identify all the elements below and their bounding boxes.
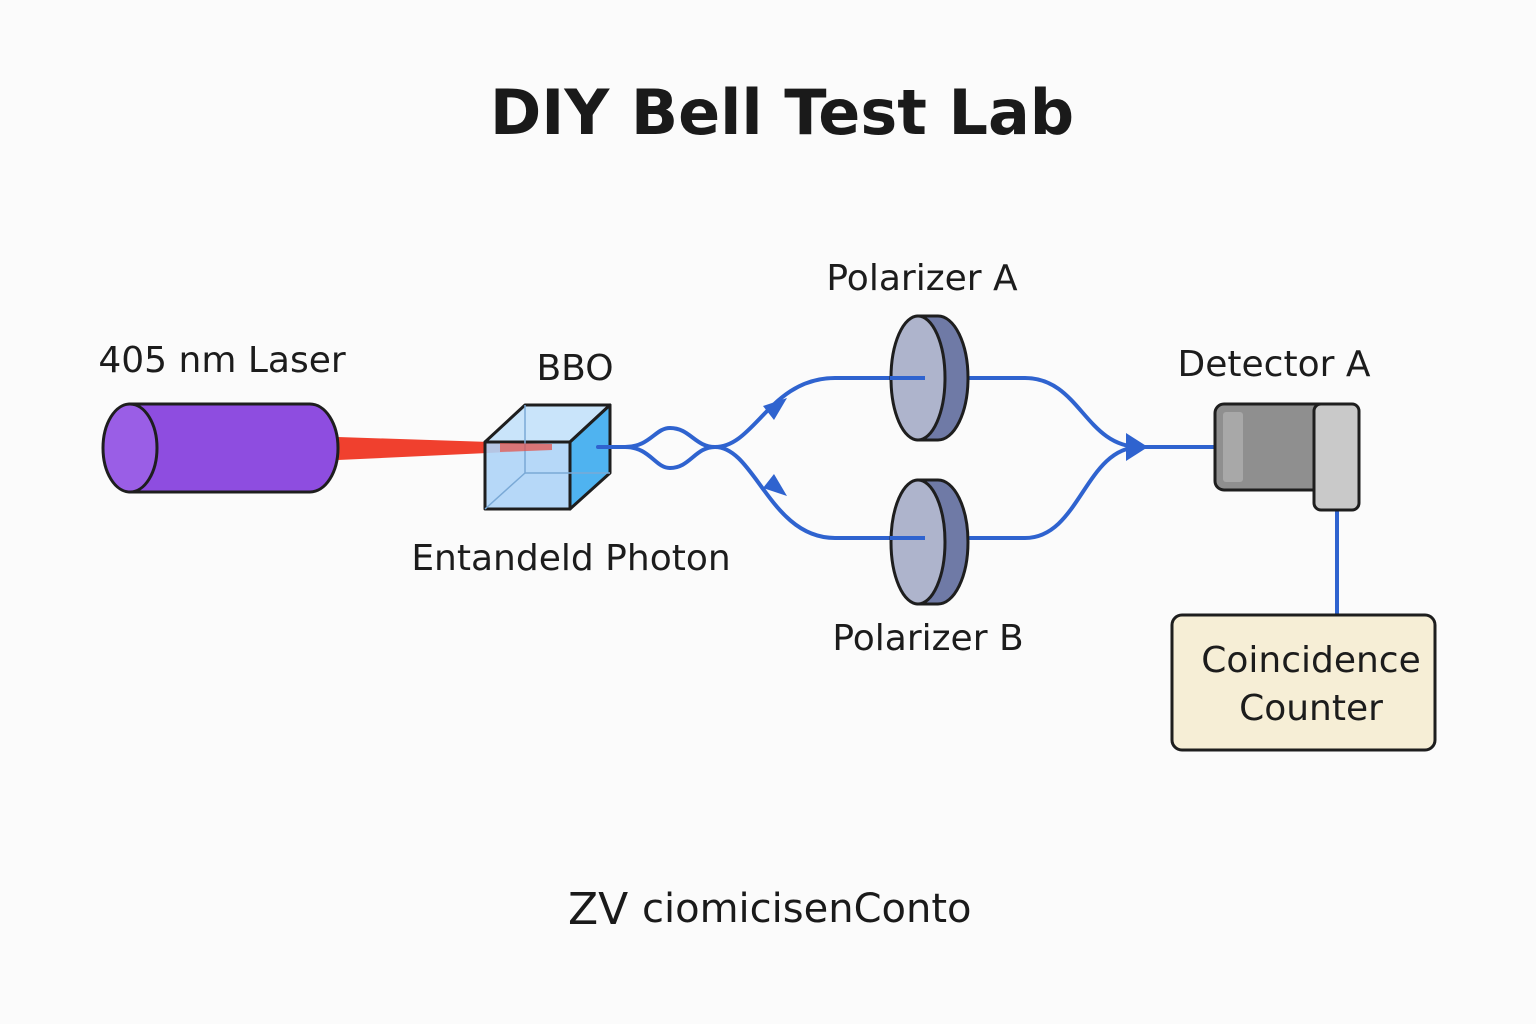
polarizer-a-label: Polarizer A bbox=[826, 258, 1018, 299]
counter-label-line2: Counter bbox=[1239, 688, 1383, 729]
polarizer-b-icon bbox=[889, 478, 970, 606]
fiber-lines bbox=[596, 376, 1339, 617]
beam-in-crystal bbox=[500, 443, 552, 452]
footer-logo-text: ciomicisenConto bbox=[642, 886, 971, 932]
arrow-to-detector bbox=[1126, 433, 1148, 461]
page-title: DIY Bell Test Lab bbox=[490, 76, 1074, 149]
bbo-crystal-icon bbox=[483, 403, 612, 511]
counter-label-line1: Coincidence bbox=[1201, 640, 1421, 681]
photon-label: Entandeld Photon bbox=[411, 538, 730, 579]
coincidence-counter-box bbox=[1170, 613, 1437, 752]
arrow-down-branch bbox=[763, 474, 787, 496]
detector-a-icon bbox=[1213, 402, 1361, 512]
polarizer-b-label: Polarizer B bbox=[832, 618, 1023, 659]
footer-logo-mark: ZV bbox=[568, 884, 628, 935]
laser-label: 405 nm Laser bbox=[98, 340, 346, 381]
detector-a-label: Detector A bbox=[1178, 344, 1371, 385]
bbo-label: BBO bbox=[536, 348, 613, 389]
laser-icon bbox=[101, 402, 340, 494]
arrow-up-branch bbox=[763, 398, 787, 420]
polarizer-a-icon bbox=[889, 314, 970, 442]
